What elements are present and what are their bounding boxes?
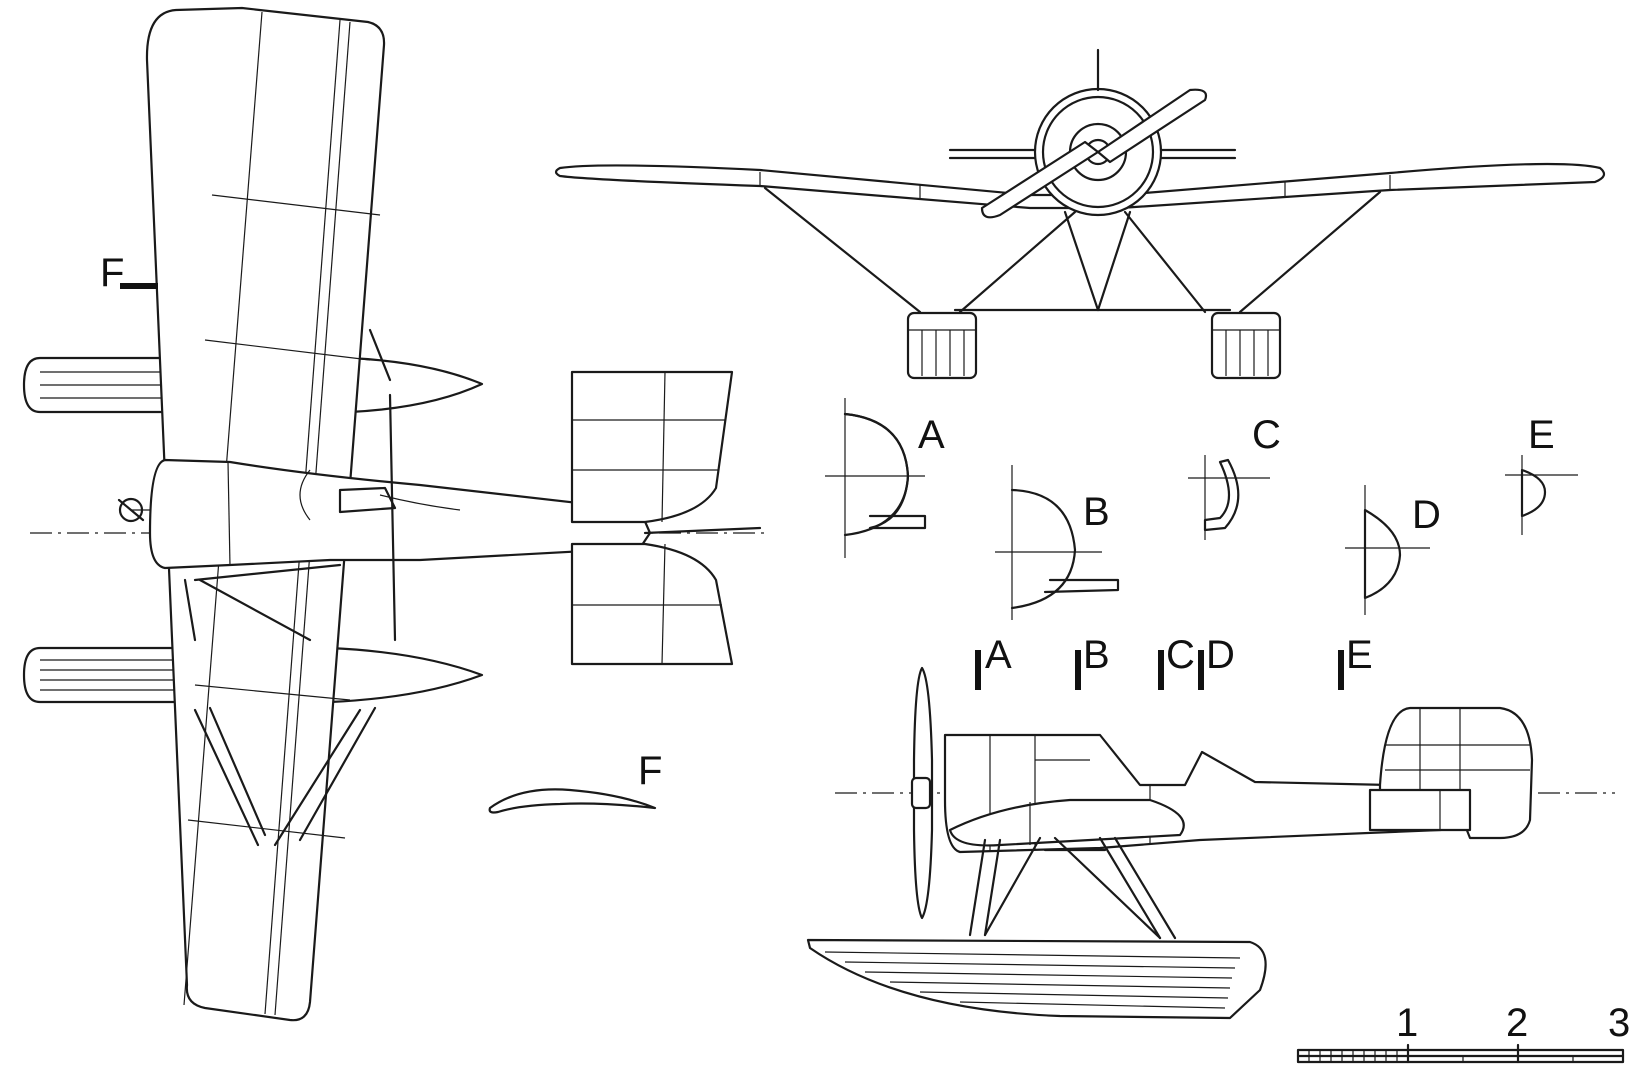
- section-marker-a-bar: [975, 650, 981, 690]
- section-marker-a: A: [985, 633, 1012, 677]
- section-markers-row: A B C D E: [975, 633, 1373, 690]
- section-marker-d-bar: [1198, 650, 1204, 690]
- strut-sections: A B C D E: [488, 398, 1578, 814]
- scale-bar: 1 2 3: [1296, 1001, 1630, 1064]
- section-marker-c: C: [1166, 633, 1195, 677]
- section-marker-c-bar: [1158, 650, 1164, 690]
- scale-tick-3: 3: [1608, 1001, 1630, 1045]
- section-label-b: B: [1083, 490, 1110, 534]
- plan-fuselage: [117, 458, 652, 570]
- section-f: F: [488, 749, 662, 814]
- section-marker-b: B: [1083, 633, 1110, 677]
- section-marker-d: D: [1206, 633, 1235, 677]
- side-view: [806, 666, 1615, 1020]
- section-a: A: [825, 398, 945, 558]
- section-label-f: F: [638, 749, 662, 793]
- scale-tick-2: 2: [1506, 1001, 1528, 1045]
- section-marker-e: E: [1346, 633, 1373, 677]
- section-label-e: E: [1528, 413, 1555, 457]
- scale-tick-1: 1: [1396, 1001, 1418, 1045]
- section-marker-e-bar: [1338, 650, 1344, 690]
- section-marker-b-bar: [1075, 650, 1081, 690]
- section-label-d: D: [1412, 493, 1441, 537]
- section-e: E: [1505, 413, 1578, 535]
- front-view: [554, 48, 1606, 380]
- plan-struts: [183, 328, 397, 847]
- section-label-a: A: [918, 413, 945, 457]
- section-marker-f-bar: [120, 283, 158, 289]
- section-c: C: [1188, 413, 1281, 540]
- section-label-c: C: [1252, 413, 1281, 457]
- section-d: D: [1345, 485, 1441, 615]
- plan-tailplane: [570, 370, 762, 666]
- section-b: B: [995, 465, 1120, 620]
- plan-view: F: [22, 6, 770, 1022]
